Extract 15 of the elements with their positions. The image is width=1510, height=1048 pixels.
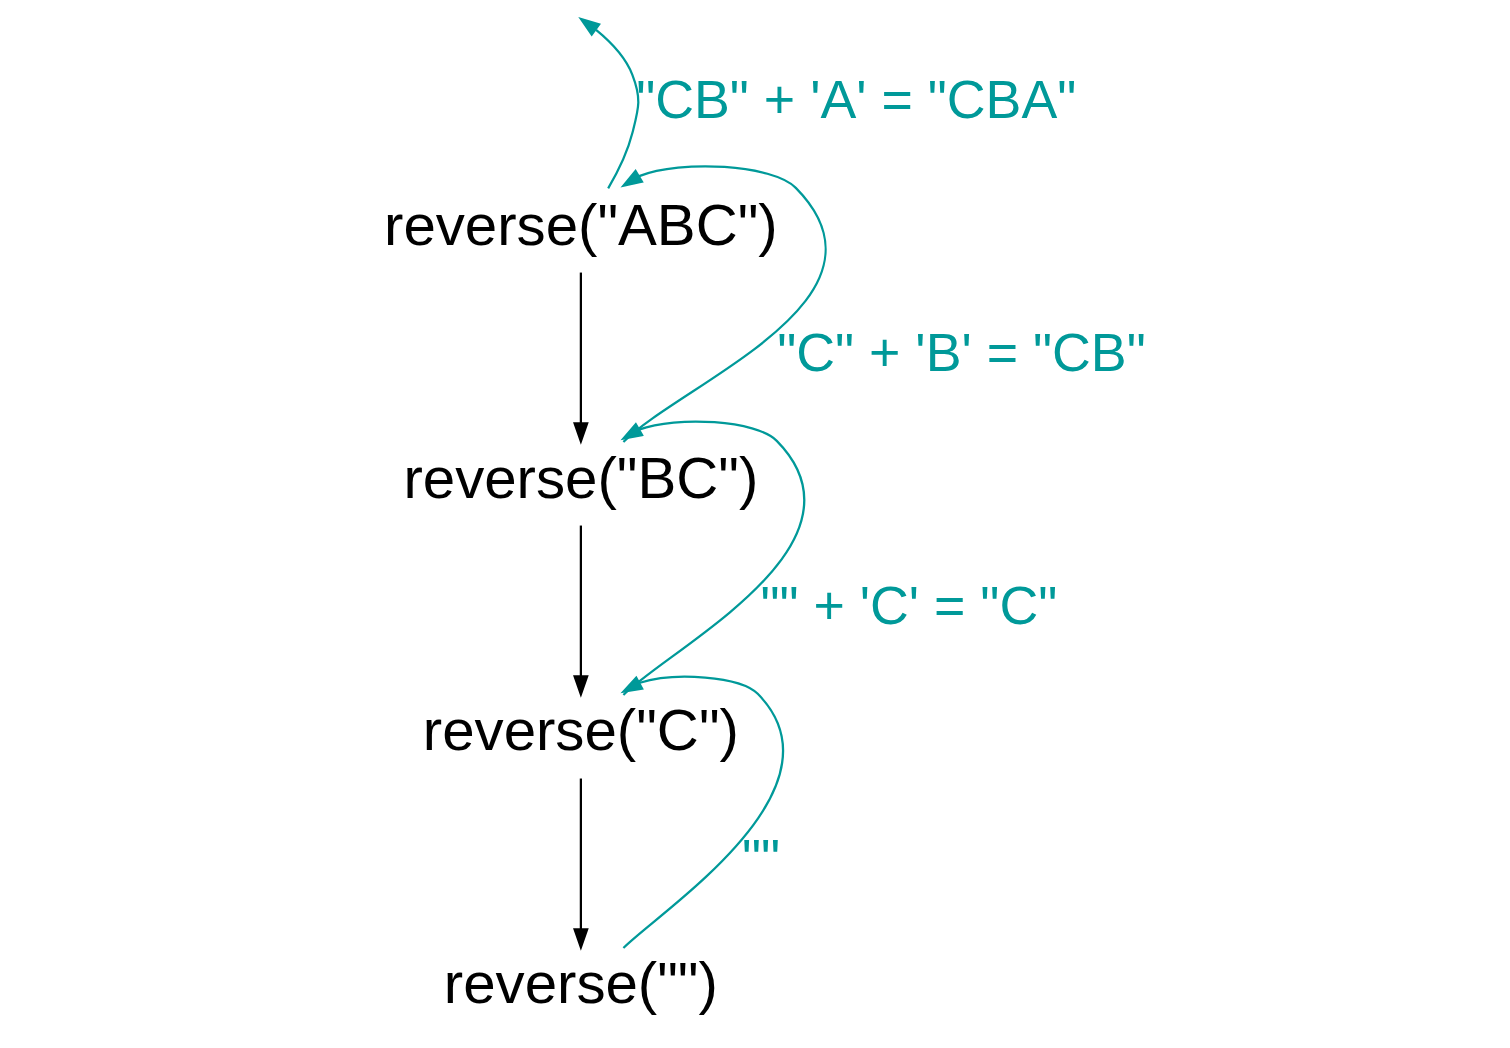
arrow bbox=[619, 420, 805, 696]
node-text: reverse("C") bbox=[422, 697, 739, 763]
arrow bbox=[619, 675, 784, 949]
arrow bbox=[577, 16, 639, 189]
arrow bbox=[572, 272, 589, 445]
arrow bbox=[572, 525, 589, 698]
node-text: reverse("ABC") bbox=[383, 191, 778, 257]
node-text: reverse("BC") bbox=[402, 444, 758, 510]
edge-label: "C" + 'B' = "CB" bbox=[776, 321, 1146, 382]
edge-label: "CB" + 'A' = "CBA" bbox=[635, 68, 1076, 129]
edge-label: "" + 'C' = "C" bbox=[759, 574, 1057, 635]
arrow bbox=[572, 778, 589, 951]
node-text: reverse("") bbox=[443, 950, 718, 1016]
arrow bbox=[620, 165, 826, 443]
edge-label: "" bbox=[741, 827, 780, 888]
